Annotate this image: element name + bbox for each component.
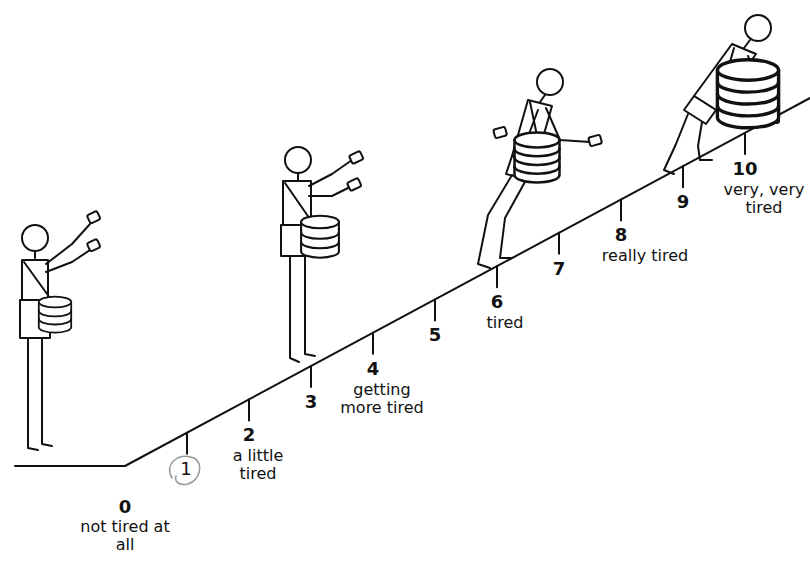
- drummer-figure: [34, 251, 36, 258]
- scale-number: 10: [725, 159, 765, 179]
- drummer-figure: [515, 133, 560, 183]
- scale-tick: [620, 200, 622, 221]
- scale-number: 8: [606, 225, 636, 245]
- drummer-figure: [515, 133, 560, 148]
- scale-illustration: [15, 15, 810, 485]
- scale-number: 4: [358, 359, 388, 379]
- drummer-figure: [39, 297, 71, 333]
- drummer-figure: [301, 242, 339, 248]
- drummer-figure: [515, 158, 560, 166]
- scale-label: really tired: [585, 247, 705, 265]
- drummer-figure: [28, 338, 38, 450]
- drummer-figure: [22, 225, 48, 251]
- drummer-figure: [39, 319, 71, 324]
- drummer-figure: [309, 160, 352, 186]
- drummer-figure: [301, 216, 339, 229]
- drummer-figure: [515, 149, 560, 157]
- drummer-figure: [87, 239, 101, 252]
- scale-baseline: [15, 98, 810, 466]
- scale-tick: [372, 333, 374, 354]
- drummer-figure: [684, 96, 716, 124]
- scale-number: 7: [544, 259, 574, 279]
- scale-tick: [248, 399, 250, 420]
- drummer-figure: [309, 187, 350, 196]
- drummer-figure: [347, 178, 362, 191]
- drummer-figure: [744, 40, 750, 48]
- drummer-figure: [588, 135, 602, 147]
- drummer-figure: [745, 15, 771, 41]
- drummer-figure: [717, 60, 778, 128]
- scale-label: not tired at all: [80, 518, 170, 554]
- drummer-figure: [39, 297, 71, 308]
- scale-label: a little tired: [222, 447, 294, 483]
- scale-tick: [558, 233, 560, 254]
- drummer-figure: [717, 94, 778, 104]
- drummer-figure: [500, 180, 526, 258]
- scale-number: 5: [420, 325, 450, 345]
- drummer-figure: [301, 216, 339, 258]
- drummer-figure: [297, 173, 299, 180]
- drummer-figure: [349, 151, 364, 164]
- drummer-figure: [717, 60, 778, 80]
- scale-tick: [310, 366, 312, 387]
- drummer-figure: [285, 147, 311, 173]
- drummer-figure: [537, 69, 563, 95]
- scale-tick: [496, 266, 498, 287]
- drummer-figure: [478, 175, 512, 268]
- scale-number: 1: [171, 459, 201, 479]
- drummer-figure: [493, 127, 507, 139]
- drummer-figure: [24, 262, 50, 298]
- scale-number: 3: [296, 392, 326, 412]
- scale-number: 6: [482, 292, 512, 312]
- drummer-figure: [717, 106, 778, 116]
- scale-label: tired: [475, 314, 535, 332]
- drummer-figure: [540, 95, 545, 102]
- drummer-figure: [478, 69, 602, 268]
- drummer-figure: [87, 211, 101, 224]
- scale-label: getting more tired: [332, 381, 432, 417]
- drummer-figure: [664, 15, 779, 174]
- scale-baseline: [15, 98, 810, 466]
- drummer-figure: [46, 224, 90, 264]
- drummer-figure: [46, 250, 90, 272]
- scale-tick: [186, 433, 188, 454]
- scale-tick: [682, 166, 684, 187]
- drummer-figure: [305, 256, 315, 356]
- drummer-figure: [664, 114, 688, 174]
- drummer-figure: [515, 166, 560, 174]
- scale-number: 2: [234, 425, 264, 445]
- drummer-figure: [301, 233, 339, 239]
- drummer-figure: [717, 82, 778, 92]
- drummer-figure: [290, 256, 299, 362]
- drummer-figure: [698, 122, 712, 160]
- drummer-figure: [281, 147, 364, 362]
- scale-label: very, very tired: [718, 181, 810, 217]
- scale-tick: [187, 133, 745, 454]
- drummer-figure: [42, 338, 52, 446]
- drummer-figure: [20, 211, 101, 450]
- scale-tick: [434, 299, 436, 320]
- scale-number: 9: [668, 192, 698, 212]
- drummer-figure: [39, 311, 71, 316]
- scale-number: 0: [105, 497, 145, 517]
- scale-tick: [744, 133, 746, 154]
